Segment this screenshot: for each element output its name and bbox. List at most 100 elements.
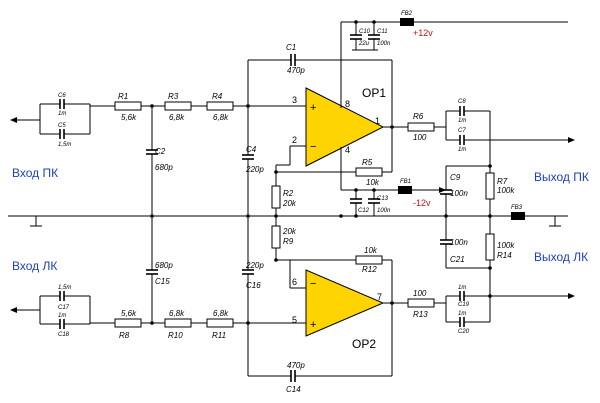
c19-label: C19 (458, 302, 470, 308)
c8-value: 1m (458, 118, 466, 124)
op1-pin2: 2 (292, 135, 297, 145)
fb3-label: FB3 (511, 205, 523, 211)
c20-label: C20 (458, 329, 470, 335)
c9-value: 100n (450, 189, 468, 198)
r10-label: R10 (168, 331, 183, 340)
c10-value: 22u (358, 41, 370, 47)
op2-output: 100 R13 1m C19 1m C20 (407, 285, 575, 335)
c17-value: 1,5m (58, 285, 71, 291)
c5-value: 1,5m (58, 142, 71, 148)
c13-label: C13 (377, 196, 389, 202)
r5-value: 10k (366, 178, 380, 187)
r12-value: 10k (364, 246, 378, 255)
c14-value: 470p (287, 361, 305, 370)
op2-label: OP2 (352, 337, 376, 351)
output-lc-label: Выход ЛК (534, 250, 588, 264)
fb2-label: FB2 (401, 11, 413, 17)
r2-value: 20k (282, 199, 297, 208)
c1-value: 470p (287, 66, 305, 75)
op1-amplifier: + − OP1 3 2 8 4 1 (289, 22, 386, 190)
op2-pin5: 5 (292, 315, 297, 325)
c20-value: 1m (458, 311, 466, 317)
r1-value: 5,6k (121, 113, 137, 122)
c7-value: 1m (458, 147, 466, 153)
r2-label: R2 (283, 189, 294, 198)
c4-label: C4 (246, 145, 257, 154)
c12-label: C12 (358, 208, 370, 214)
output-pc-label: Выход ПК (534, 170, 589, 184)
r3-value: 6,8k (169, 113, 185, 122)
c14-label: C14 (286, 385, 301, 394)
c21-value: 100n (450, 238, 468, 247)
c9-label: C9 (450, 173, 461, 182)
r13-value: 100 (413, 289, 427, 298)
c18-label: C18 (58, 332, 70, 338)
c6-value: 1m (58, 111, 66, 117)
r2-r9-column: R2 20k 20k R9 (271, 172, 297, 262)
op2-pin6: 6 (292, 277, 297, 287)
r3-label: R3 (168, 92, 179, 101)
r13-label: R13 (413, 310, 428, 319)
c1-label: C1 (286, 43, 296, 52)
r8-value: 5,6k (121, 309, 137, 318)
c19-value: 1m (458, 285, 466, 291)
r9-label: R9 (283, 237, 294, 246)
c15-value: 680p (155, 261, 173, 270)
op1-pin1: 1 (375, 116, 380, 126)
power-negative: FB1 -12v C12 C13 100n (341, 179, 446, 216)
r9-value: 20k (282, 227, 297, 236)
c16-label: C16 (246, 281, 261, 290)
op1-output: R5 10k R6 100 C8 1m C7 1m (274, 60, 575, 187)
c13-value: 100n (377, 208, 391, 214)
c8-label: C8 (458, 99, 466, 105)
c6-label: C6 (58, 93, 66, 99)
r12-label: R12 (362, 265, 377, 274)
c2-value: 680p (155, 163, 173, 172)
c21-label: C21 (450, 255, 465, 264)
r8-label: R8 (119, 331, 130, 340)
fb1-label: FB1 (400, 179, 411, 185)
r11-value: 6,8k (213, 309, 229, 318)
op1-minus-sign: − (310, 141, 316, 153)
c10-label: C10 (359, 29, 371, 35)
output-loads: C9 100n R7 100k 100n C21 100k R14 (440, 140, 515, 296)
op1-pin4: 4 (345, 145, 350, 155)
r4-value: 6,8k (213, 113, 229, 122)
c4-c16-column: C4 220p 220p C16 (242, 60, 264, 376)
ground-rail (8, 214, 568, 227)
r10-value: 6,8k (169, 309, 185, 318)
c1-feedback: C1 470p (248, 43, 392, 75)
op1-pin8: 8 (345, 99, 350, 109)
c2-c15-column: C2 680p 680p C15 (146, 106, 173, 325)
r7-value: 100k (497, 186, 515, 195)
r14-label: R14 (497, 251, 512, 260)
plus12-label: +12v (413, 28, 433, 38)
r14-value: 100k (497, 241, 515, 250)
c2-label: C2 (155, 147, 166, 156)
op2-amplifier: − + OP2 6 5 7 10k R12 (276, 246, 408, 376)
c17-label: C17 (58, 305, 70, 311)
r7-label: R7 (497, 177, 508, 186)
r5-label: R5 (362, 158, 373, 167)
lower-input-chain: 1,5m C17 1m C18 5,6k R8 6,8k R10 6,8k R1… (10, 285, 306, 340)
upper-input-chain: C6 1m C5 1,5m R1 5,6k R3 6,8k R4 6,8k (10, 92, 306, 148)
input-lc-label: Вход ЛК (12, 259, 57, 273)
op2-minus-sign: − (310, 278, 316, 290)
c16-value: 220p (245, 261, 264, 270)
c11-value: 100n (377, 41, 391, 47)
c15-label: C15 (155, 277, 170, 286)
op1-label: OP1 (362, 86, 386, 100)
c5-label: C5 (58, 123, 66, 129)
r1-label: R1 (118, 92, 128, 101)
r6-label: R6 (413, 112, 424, 121)
c7-label: C7 (458, 128, 466, 134)
r6-value: 100 (413, 133, 427, 142)
op2-pin7: 7 (377, 292, 382, 302)
r4-label: R4 (212, 92, 223, 101)
op2-plus-sign: + (310, 319, 316, 331)
power-positive: FB2 +12v C10 22u C11 100n (341, 11, 568, 51)
c11-label: C11 (377, 29, 388, 35)
op1-pin3: 3 (292, 95, 297, 105)
op1-plus-sign: + (310, 102, 316, 114)
